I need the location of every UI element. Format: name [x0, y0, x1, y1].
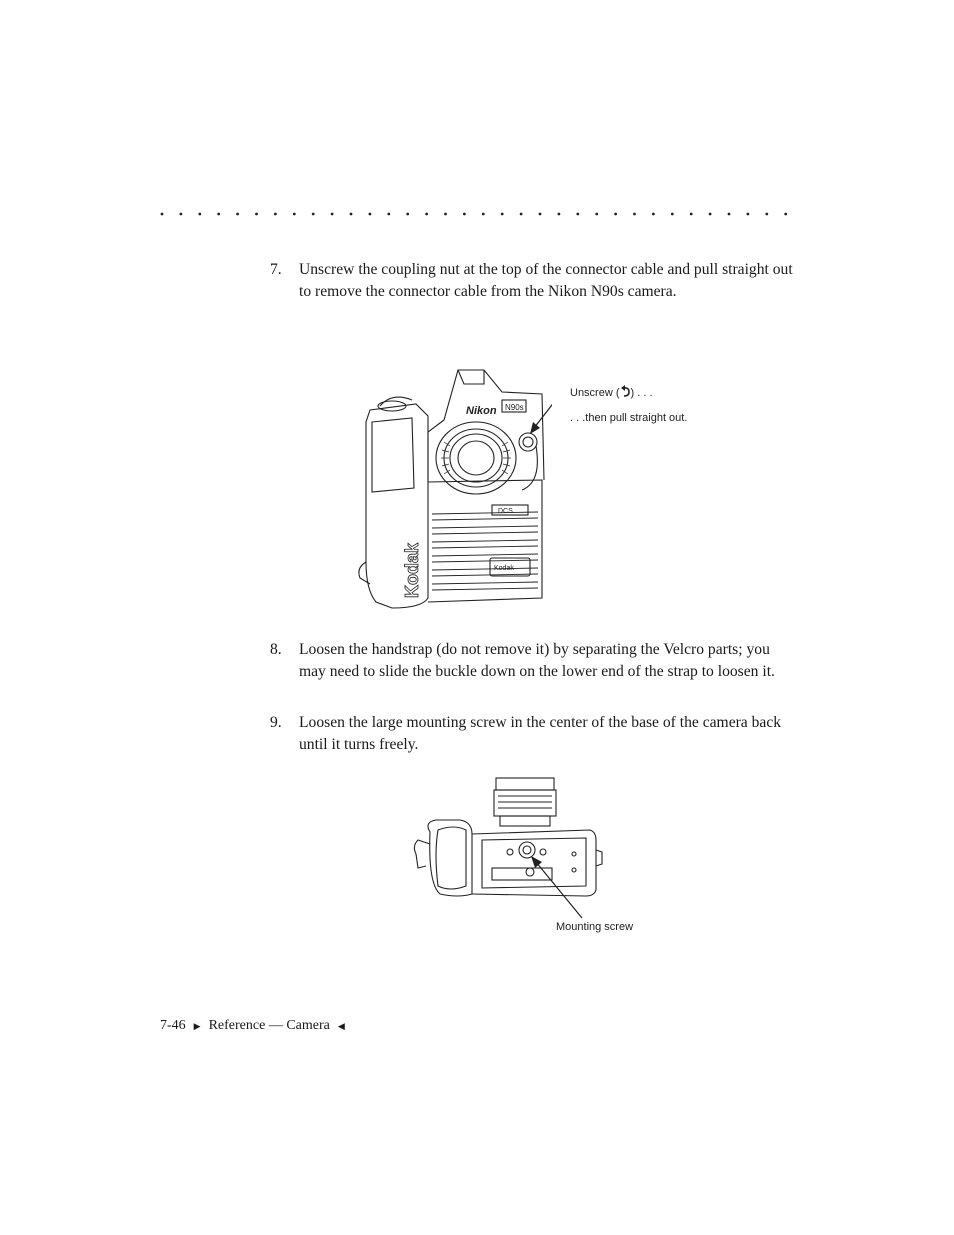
step-number: 8.: [270, 641, 282, 658]
pull-callout: . . .then pull straight out.: [570, 412, 688, 424]
rule-dot: [557, 212, 561, 216]
page-number: 7-46: [160, 1018, 186, 1033]
camera-back-label: DCS: [498, 508, 513, 515]
unscrew-callout: Unscrew ( ) . . .: [570, 385, 653, 399]
mounting-screw-callout: Mounting screw: [556, 921, 634, 933]
rule-dot: [519, 212, 523, 216]
rule-dot: [387, 212, 391, 216]
step-text: Loosen the large mounting screw in the c…: [299, 714, 782, 754]
rule-dot: [670, 212, 674, 216]
rule-dot: [463, 212, 466, 216]
rule-dot: [217, 212, 221, 216]
rule-dot: [784, 212, 788, 216]
rule-dot: [614, 212, 617, 216]
dotted-rule: [160, 212, 788, 216]
step-number: 9.: [270, 714, 282, 731]
rule-dot: [500, 212, 504, 216]
unscrew-callout-suffix: ) . . .: [630, 387, 653, 399]
rule-dot: [765, 212, 769, 216]
section-title: Reference — Camera: [208, 1018, 330, 1033]
rule-dot: [255, 212, 258, 216]
rule-dot: [349, 212, 353, 216]
rule-dot: [311, 212, 315, 216]
rule-dot: [425, 212, 428, 216]
step-number: 7.: [270, 261, 282, 278]
camera-front-illustration: Nikon N90s DCS Kodak Kodak: [358, 369, 552, 609]
rule-dot: [406, 212, 410, 216]
rule-dot: [179, 212, 183, 216]
kodak-logo: Kodak: [402, 542, 422, 598]
rule-dot: [595, 212, 599, 216]
rule-dot: [481, 212, 485, 216]
unscrew-callout-prefix: Unscrew (: [570, 387, 620, 399]
step-text: Unscrew the coupling nut at the top of t…: [299, 261, 793, 301]
step-text: Loosen the handstrap (do not remove it) …: [299, 641, 775, 681]
rule-dot: [198, 212, 202, 216]
rule-dot: [652, 212, 655, 216]
right-triangle-icon: ▶: [193, 1020, 201, 1031]
rule-dot: [576, 212, 580, 216]
callout-arrow: [531, 856, 583, 919]
rule-dot: [538, 212, 542, 216]
rule-dot: [330, 212, 334, 216]
camera-badge-label: Kodak: [494, 565, 514, 572]
counterclockwise-rotation-icon: [620, 385, 630, 397]
rule-dot: [708, 212, 712, 216]
rule-dot: [633, 212, 636, 216]
rule-dot: [292, 212, 296, 216]
rule-dot: [274, 212, 277, 216]
step-9: 9. Loosen the large mounting screw in th…: [270, 712, 800, 757]
page-footer: 7-46 ▶ Reference — Camera ◀: [160, 1018, 345, 1034]
camera-base-illustration: [413, 777, 603, 919]
rule-dot: [368, 212, 372, 216]
step-8: 8. Loosen the handstrap (do not remove i…: [270, 639, 800, 684]
camera-brand-label: Nikon: [466, 405, 497, 417]
rule-dot: [160, 212, 164, 216]
rule-dot: [689, 212, 693, 216]
camera-model-label: N90s: [505, 403, 524, 412]
rule-dot: [727, 212, 731, 216]
rule-dot: [746, 212, 750, 216]
rule-dot: [236, 212, 239, 216]
rule-dot: [444, 212, 447, 216]
callout-arrow: [530, 403, 552, 434]
left-triangle-icon: ◀: [337, 1020, 345, 1031]
step-7: 7. Unscrew the coupling nut at the top o…: [270, 259, 800, 304]
